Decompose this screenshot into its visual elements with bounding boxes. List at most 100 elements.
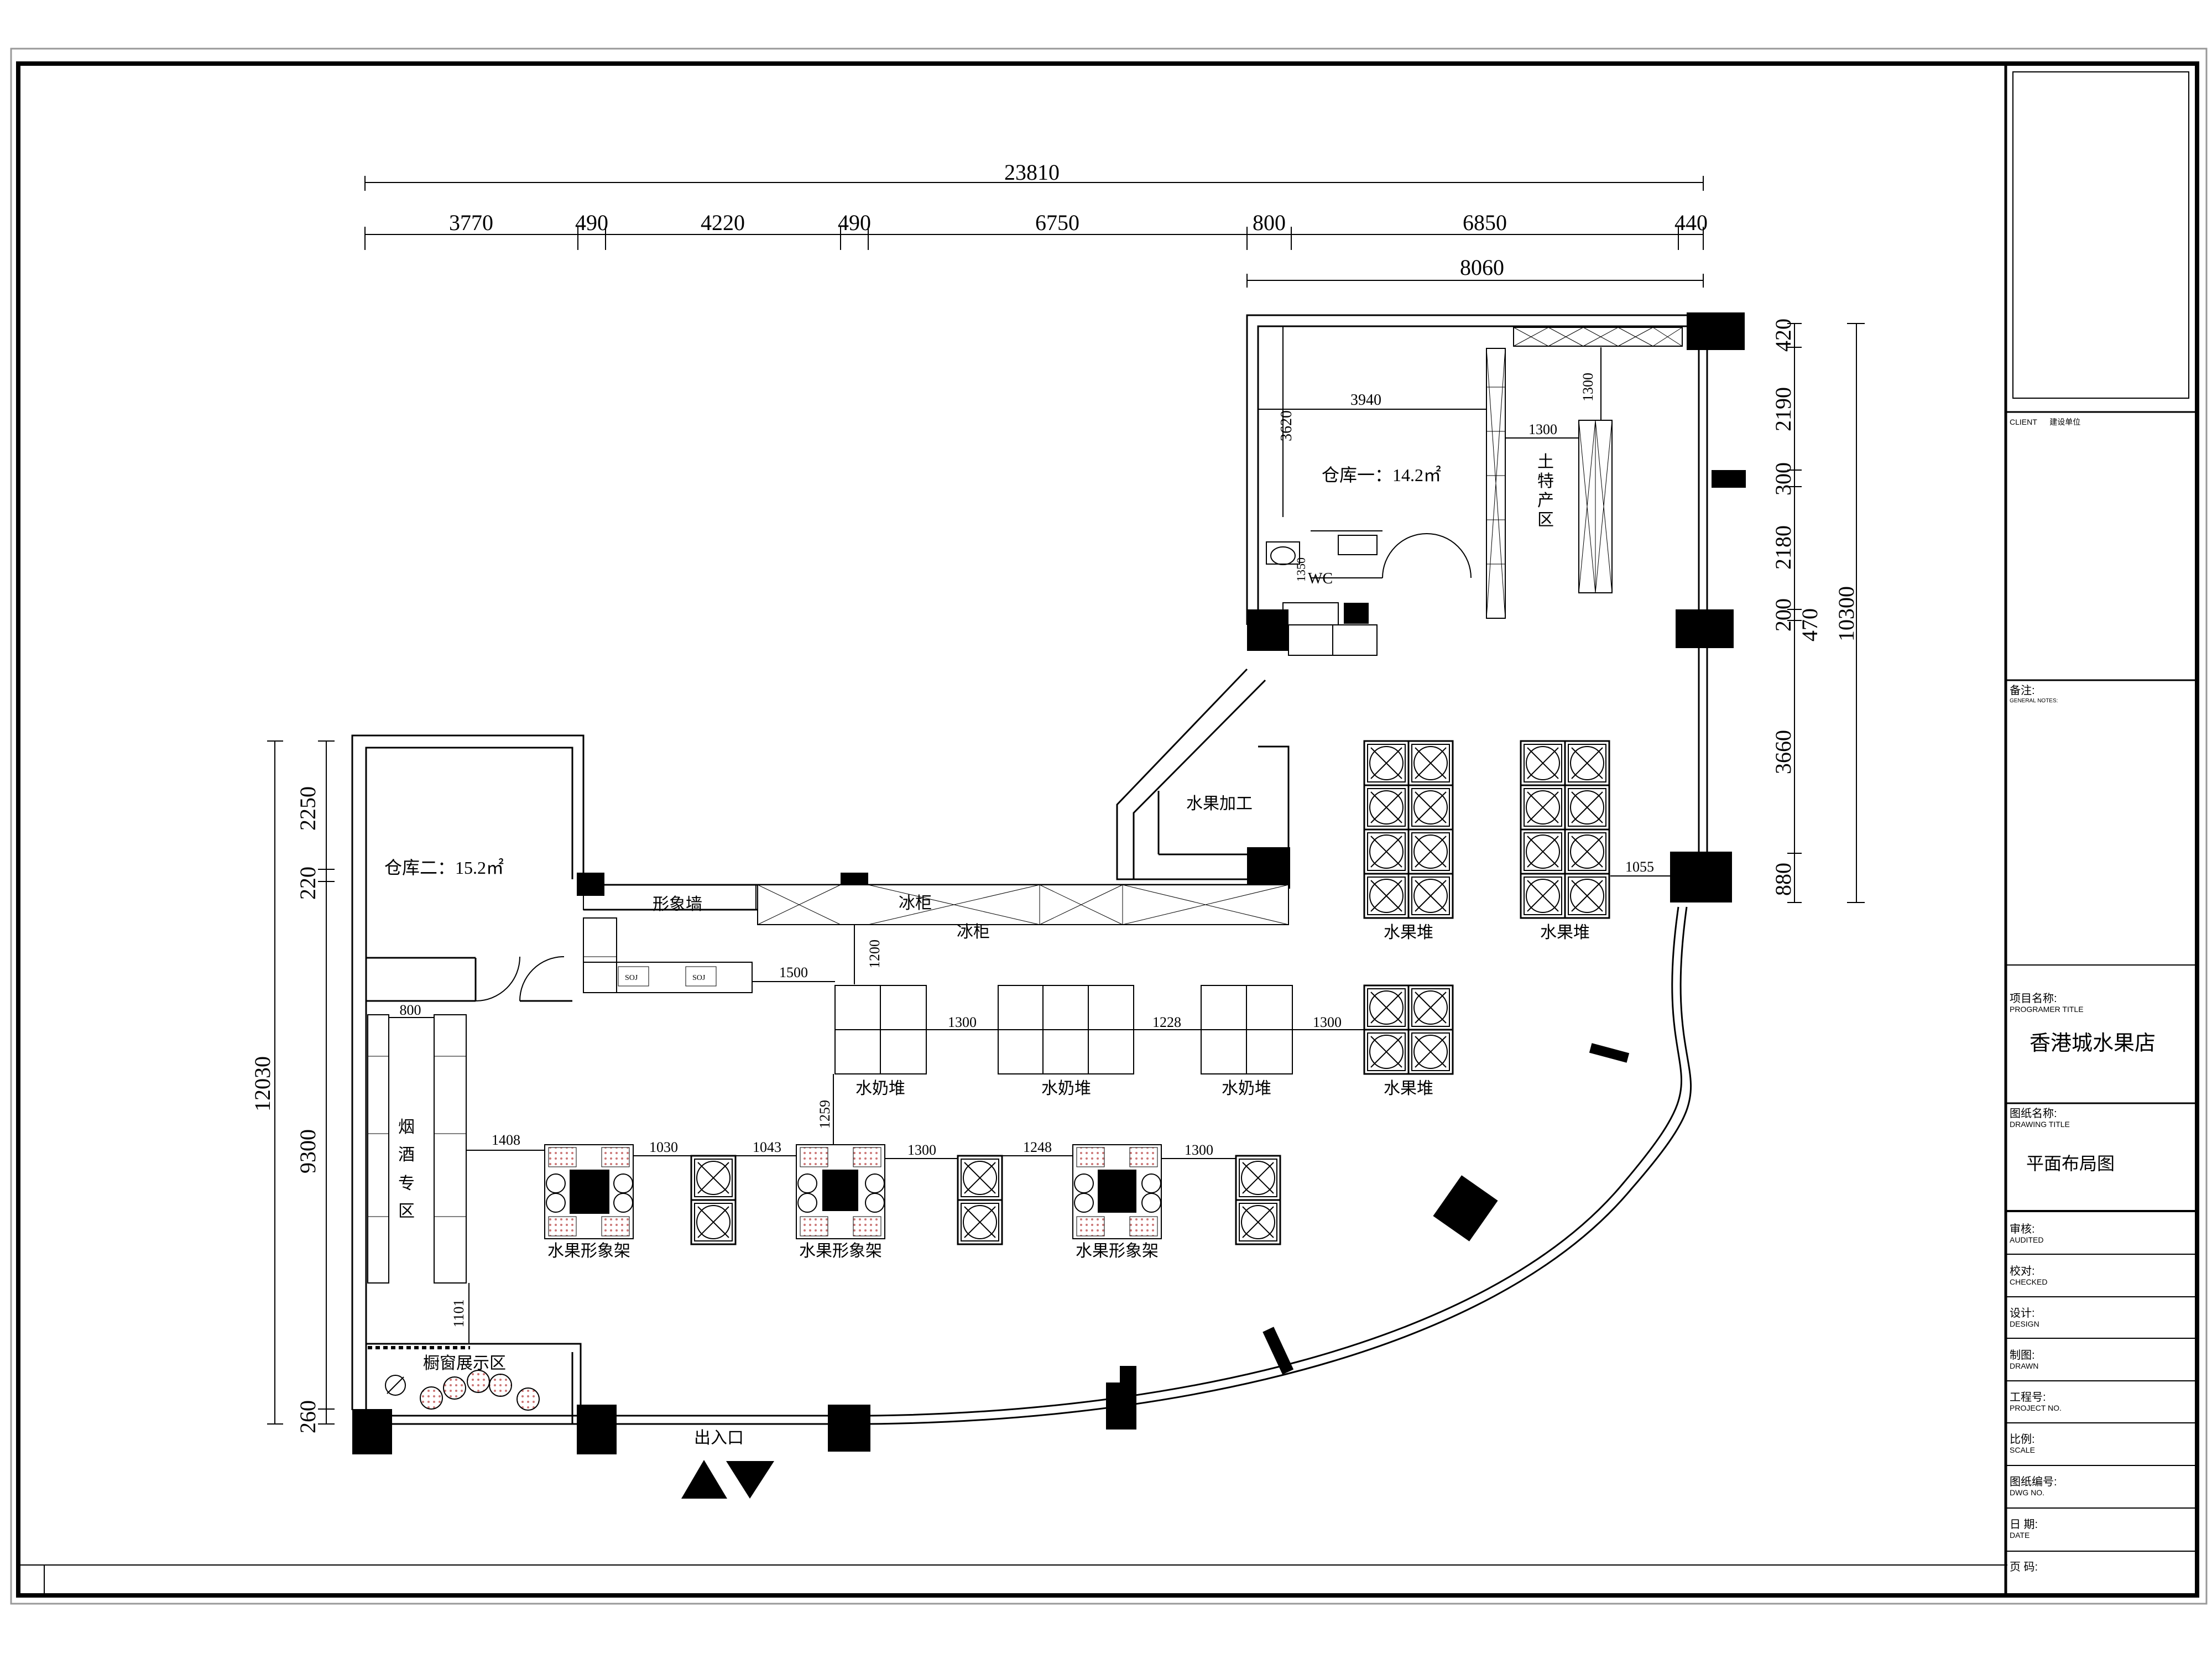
dim-right-2: 2190 [1771,387,1796,431]
dim-specialty-horizontal: 1300 [1528,421,1557,437]
tobacco-label-2: 酒 [398,1146,415,1164]
image-wall-label: 形象墙 [653,895,702,914]
tb-client: CLIENT 建设单位 [2010,418,2081,426]
dim-left-1: 2250 [295,786,320,831]
window-display-label: 橱窗展示区 [423,1354,506,1373]
freezer-label-2: 冰柜 [957,923,990,941]
entrance-label: 出入口 [694,1429,744,1447]
left-dimensions: 12030 2250 220 9300 260 [250,740,335,1433]
tb-project-name: 项目名称: PROGRAMER TITLE 香港城水果店 [2010,993,2192,1056]
storage-1-label: 仓库一：14.2㎡ [1322,465,1441,485]
dim-right-3: 300 [1771,462,1796,495]
dim-row2-b: 1030 [649,1139,678,1155]
fruit-pile-label-1: 水果堆 [1384,924,1433,942]
dim-top-5: 6750 [1035,210,1079,235]
tobacco-wine-zone: 800 烟 酒 专 区 1408 1101 [367,1002,545,1344]
specialty-zone: 1300 1300 土 特 产 区 [1486,327,1683,619]
storage-2: 仓库二：15.2㎡ [384,858,565,1001]
tb-row-audited: 审核: AUDITED [2010,1223,2044,1244]
tobacco-label-4: 区 [398,1202,415,1220]
dim-aisle: 800 [400,1002,421,1018]
title-block [2004,62,2199,1597]
window-display-zone: 橱窗展示区 [368,1346,540,1411]
tb-row-dwg-no: 图纸编号: DWG NO. [2010,1476,2057,1497]
dim-right-gap: 1055 [1625,859,1654,875]
fruit-display-label-3: 水果形象架 [1076,1242,1159,1260]
specialty-label-3: 产 [1537,492,1554,510]
wc-label: WC [1308,570,1333,587]
dim-right-5: 200 [1771,598,1796,632]
dim-top-7: 6850 [1463,210,1507,235]
dim-overall: 23810 [1004,160,1060,185]
dim-upper-right-width: 8060 [1460,255,1504,280]
tb-row-design: 设计: DESIGN [2010,1307,2039,1328]
fruit-pile-label-3: 水果堆 [1384,1079,1433,1098]
fruit-display-label-1: 水果形象架 [547,1242,630,1260]
tb-drawing-title: 图纸名称: DRAWING TITLE 平面布局图 [2010,1108,2192,1175]
storage-2-label: 仓库二：15.2㎡ [384,858,504,878]
dim-row1-b: 1228 [1152,1014,1181,1030]
fruit-display-shelf-2 [796,1144,885,1239]
dim-top-8: 440 [1674,210,1708,235]
project-name-value: 香港城水果店 [2030,1032,2156,1055]
entrance-arrow-down-icon [726,1461,774,1499]
specialty-label-1: 土 [1537,453,1554,471]
tobacco-label-1: 烟 [398,1118,415,1136]
fruit-display-shelf-1 [544,1144,634,1239]
columns [352,312,1746,1454]
tb-row-checked: 校对: CHECKED [2010,1265,2048,1286]
dim-left-4: 260 [295,1400,320,1433]
image-wall-freezer: 形象墙 冰柜 冰柜 SOJ SOJ 1500 1200 [583,884,1289,993]
milk-pile-label-2: 水奶堆 [1041,1079,1091,1098]
dim-right-inner: 470 [1797,608,1822,641]
top-dimensions: 23810 3770 490 4220 490 6750 800 6850 44… [364,160,1708,288]
dim-top-3: 4220 [701,210,745,235]
milk-pile-row: 水奶堆 水奶堆 水奶堆 1300 1228 1300 1259 [817,985,1364,1161]
storefront-curve [829,906,1692,1425]
dim-wc: 1350 [1294,557,1308,582]
dim-freezer-gap: 1200 [867,940,883,968]
dim-row2-a: 1408 [492,1132,520,1148]
entrance-arrow-up-icon [681,1460,727,1499]
right-dimensions: 10300 420 2190 300 2180 200 3660 880 470 [1771,319,1865,903]
dim-right-6: 3660 [1771,730,1796,774]
storage-1: 3940 3620 仓库一：14.2㎡ WC 1350 [1258,326,1488,656]
tb-row-date: 日 期: DATE [2010,1519,2038,1540]
specialty-label-4: 区 [1537,511,1554,529]
fruit-pile-grid [1363,740,1610,1075]
milk-pile-label-1: 水奶堆 [855,1079,905,1098]
dim-top-4: 490 [838,210,871,235]
dim-top-1: 3770 [449,210,493,235]
freezer-label-1: 冰柜 [899,894,932,912]
dim-row2-d: 1300 [907,1142,936,1158]
fruit-display-shelf-3 [1072,1144,1162,1239]
dim-row2-f: 1300 [1185,1142,1213,1158]
dim-left-3: 9300 [295,1129,320,1173]
dim-right-7: 880 [1771,863,1796,896]
fruit-display-label-2: 水果形象架 [799,1242,882,1260]
sheet-border [10,48,2208,1605]
dim-window-gap: 1101 [451,1299,467,1327]
tb-notes: 备注: GENERAL NOTES: [2010,685,2058,704]
tb-row-page: 页 码: [2010,1561,2038,1573]
dim-left-outer: 12030 [250,1056,275,1112]
entrance: 出入口 [681,1429,774,1499]
dim-right-4: 2180 [1771,525,1796,570]
dim-right-1: 420 [1771,319,1796,352]
dim-shelf-vertical: 1259 [817,1100,833,1129]
drawing-title-value: 平面布局图 [2026,1154,2115,1173]
tb-row-scale: 比例: SCALE [2010,1433,2035,1454]
dim-row2-e: 1248 [1023,1139,1052,1155]
dim-top-6: 800 [1253,210,1286,235]
tb-row-drawn: 制图: DRAWN [2010,1349,2039,1370]
dim-left-2: 220 [295,867,320,900]
specialty-label-2: 特 [1537,472,1554,491]
dim-right-outer: 10300 [1834,586,1859,641]
soj-label-2: SOJ [692,974,706,982]
fruit-display-row: 水果形象架 水果形象架 水果形象架 1030 1043 1300 1248 13… [544,1139,1281,1260]
fruit-processing-label: 水果加工 [1186,795,1253,813]
dim-specialty-vertical: 1300 [1580,373,1596,401]
tobacco-label-3: 专 [398,1175,415,1193]
dim-row1-c: 1300 [1313,1014,1342,1030]
